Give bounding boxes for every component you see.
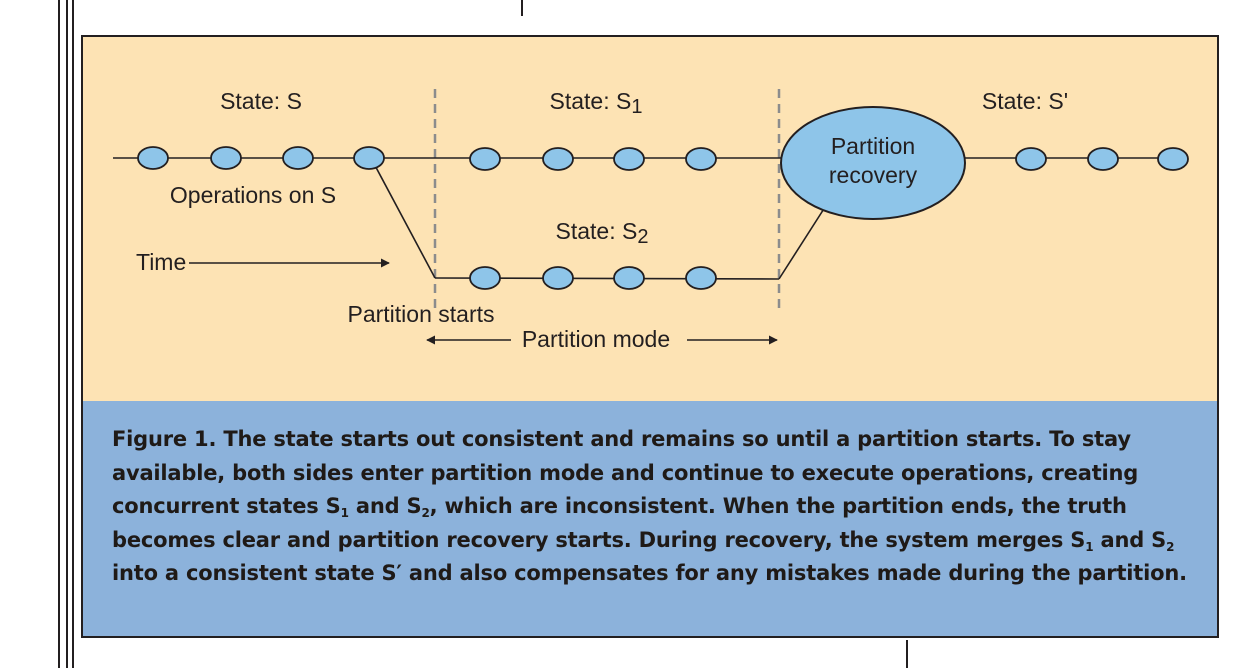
partition-starts-label: Partition starts [348, 301, 495, 327]
state-s2-label: State: S2 [556, 218, 649, 248]
split-branch-line [370, 157, 436, 279]
recovery-label-line-1: Partition [831, 133, 915, 159]
figure-number: Figure 1. [112, 427, 217, 451]
operation-node-s-4 [353, 146, 385, 170]
state-s-prime-label: State: S' [982, 88, 1068, 114]
operation-node-s-prime-2 [1087, 147, 1119, 171]
caption-part-4: and S [1093, 527, 1167, 552]
page-margin-rule-middle [66, 0, 68, 668]
operation-node-s2-1 [469, 266, 501, 290]
operation-node-s2-2 [542, 266, 574, 290]
page-margin-rule-inner [72, 0, 74, 668]
operation-node-s-prime-3 [1157, 147, 1189, 171]
operation-node-s2-4 [685, 266, 717, 290]
operation-node-s1-3 [613, 147, 645, 171]
operation-node-s-3 [282, 146, 314, 170]
operation-node-s1-1 [469, 147, 501, 171]
figure-caption: Figure 1. The state starts out consisten… [112, 423, 1187, 591]
top-column-rule [521, 0, 523, 16]
operation-node-s-prime-1 [1015, 147, 1047, 171]
caption-subscript-4: 2 [1166, 539, 1175, 554]
partition-mode-label: Partition mode [522, 326, 670, 352]
caption-part-2: and S [348, 494, 422, 518]
state-s1-label: State: S1 [550, 88, 643, 118]
merge-branch-line [778, 203, 828, 280]
caption-part-1: The state starts out consistent and rema… [112, 427, 1139, 518]
caption-panel: Figure 1. The state starts out consisten… [83, 401, 1217, 636]
caption-subscript-2: 2 [421, 506, 430, 520]
operation-node-s1-2 [542, 147, 574, 171]
caption-part-5: into a consistent state S′ and also comp… [112, 561, 1187, 585]
caption-subscript-3: 1 [1085, 539, 1094, 554]
recovery-label-line-2: recovery [829, 162, 918, 188]
caption-part-3: , which are inconsistent. When the parti… [112, 494, 1127, 552]
time-label: Time [136, 249, 186, 275]
partition-diagram: Partition recovery State: S State: S1 St… [113, 88, 1189, 352]
state-s-label: State: S [220, 88, 302, 114]
bottom-column-rule [906, 640, 908, 668]
operations-on-s-label: Operations on S [170, 182, 336, 208]
figure-1: Partition recovery State: S State: S1 St… [81, 35, 1219, 638]
partition-recovery-node [780, 106, 966, 220]
operation-node-s-2 [210, 146, 242, 170]
operation-node-s-1 [137, 146, 169, 170]
operation-node-s2-3 [613, 266, 645, 290]
diagram-panel: Partition recovery State: S State: S1 St… [83, 37, 1217, 401]
caption-subscript-1: 1 [340, 506, 349, 520]
operation-node-s1-4 [685, 147, 717, 171]
page-margin-rule-outer [58, 0, 60, 668]
